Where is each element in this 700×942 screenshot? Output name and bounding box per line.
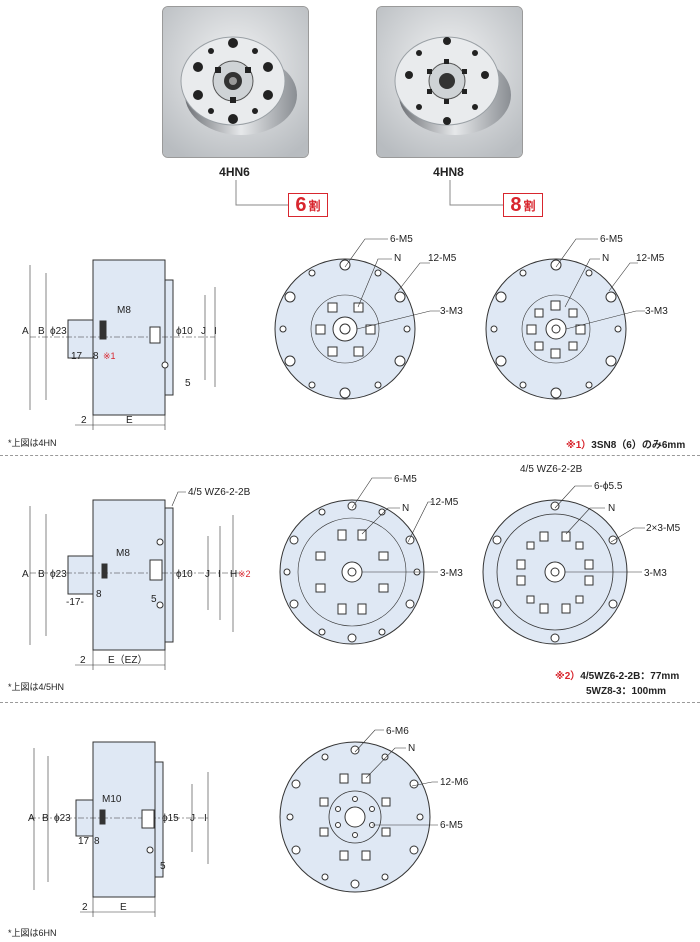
divisions-number: 8 xyxy=(510,194,522,216)
badge-connectors xyxy=(235,180,503,206)
note-1: ※1）3SN8（6）のみ6mm xyxy=(566,436,685,451)
section3-drawings: A B ϕ23 M10 ϕ15 J I 17 8 5 2 E xyxy=(28,726,469,917)
note-line-2: 5WZ8-3：100mm xyxy=(586,686,667,697)
dim-h: H xyxy=(230,569,237,580)
dim-8: 8 xyxy=(93,351,99,362)
product-photo-4hn8 xyxy=(376,6,523,158)
note-mark: ※1） xyxy=(566,440,592,451)
dim-a: A xyxy=(28,813,35,824)
divisions-number: 6 xyxy=(295,194,307,216)
label-6-m5: 6-M5 xyxy=(390,234,413,245)
dim-5: 5 xyxy=(185,378,191,389)
note-2: ※2）4/5WZ6-2-2B：77mm 5WZ8-3：100mm xyxy=(555,667,679,697)
caption-4hn: *上図は4HN xyxy=(8,438,57,448)
dim-17: -17- xyxy=(66,597,84,608)
dim-i: I xyxy=(204,813,207,824)
divisions-unit: 割 xyxy=(523,198,536,213)
dim-m8: M8 xyxy=(116,548,130,559)
dim-e: E xyxy=(126,415,133,426)
divisions-badge-6: 6 割 xyxy=(288,193,328,217)
dim-b: B xyxy=(42,813,49,824)
product-photo-4hn6 xyxy=(162,6,309,158)
face-view-6hn xyxy=(279,729,438,893)
label-3-m3: 3-M3 xyxy=(644,568,667,579)
dim-b: B xyxy=(38,569,45,580)
side-view-6hn xyxy=(30,741,210,917)
dim-i: I xyxy=(218,569,221,580)
dim-2: 2 xyxy=(81,415,87,426)
label-12-m5: 12-M5 xyxy=(636,253,665,264)
ref-2: ※2 xyxy=(238,569,251,579)
dim-phi10: ϕ10 xyxy=(176,569,193,580)
note-text: 3SN8（6）のみ6mm xyxy=(591,440,686,451)
dim-m8: M8 xyxy=(117,305,131,316)
label-6-m5: 6-M5 xyxy=(440,820,463,831)
label-n: N xyxy=(394,253,401,264)
divisions-unit: 割 xyxy=(308,198,321,213)
dim-5: 5 xyxy=(160,861,166,872)
side-view-4hn xyxy=(29,259,216,430)
dim-e: E xyxy=(120,902,127,913)
dim-8: 8 xyxy=(94,836,100,847)
dim-a: A xyxy=(22,326,29,337)
label-2x3-m5: 2×3-M5 xyxy=(646,523,681,534)
dim-b: B xyxy=(38,326,45,337)
divisions-badge-8: 8 割 xyxy=(503,193,543,217)
face-view-4hn8 xyxy=(485,238,645,400)
dim-phi10: ϕ10 xyxy=(176,326,193,337)
dim-e-ez: E（EZ） xyxy=(108,654,147,666)
label-wz-title: 4/5 WZ6-2-2B xyxy=(520,464,583,475)
label-12-m5: 12-M5 xyxy=(428,253,457,264)
side-view-45hn xyxy=(29,491,240,670)
dim-m10: M10 xyxy=(102,794,122,805)
dim-8: 8 xyxy=(96,589,102,600)
label-12-m6: 12-M6 xyxy=(440,777,469,788)
caption-45hn: *上図は4/5HN xyxy=(8,682,65,692)
section2-drawings: 4/5 WZ6-2-2B A B ϕ23 M8 ϕ10 J I H ※2 -17… xyxy=(22,464,681,670)
callout-wz: 4/5 WZ6-2-2B xyxy=(188,487,251,498)
label-6-m5: 6-M5 xyxy=(600,234,623,245)
dim-phi15: ϕ15 xyxy=(162,813,179,824)
dim-phi23: ϕ23 xyxy=(50,326,67,337)
label-n: N xyxy=(602,253,609,264)
label-3-m3: 3-M3 xyxy=(440,306,463,317)
face-view-45hn xyxy=(279,477,438,645)
dim-17: 17 xyxy=(71,351,83,362)
dim-j: J xyxy=(190,813,195,824)
note-mark: ※2） xyxy=(555,671,581,682)
chuck-photo-icon xyxy=(163,7,308,157)
label-3-m3: 3-M3 xyxy=(645,306,668,317)
model-label-4hn6: 4HN6 xyxy=(219,165,250,179)
dim-2: 2 xyxy=(80,655,86,666)
face-view-45wz xyxy=(482,485,645,645)
label-6-phi55: 6-ϕ5.5 xyxy=(594,481,623,492)
dim-i: I xyxy=(214,326,217,337)
label-n: N xyxy=(402,503,409,514)
caption-6hn: *上図は6HN xyxy=(8,928,57,938)
note-line-1: 4/5WZ6-2-2B：77mm xyxy=(580,671,680,682)
dim-j: J xyxy=(201,326,206,337)
model-label-4hn8: 4HN8 xyxy=(433,165,464,179)
dim-17: 17 xyxy=(78,836,90,847)
label-3-m3: 3-M3 xyxy=(440,568,463,579)
face-view-4hn6 xyxy=(274,238,440,400)
label-n: N xyxy=(608,503,615,514)
dim-a: A xyxy=(22,569,29,580)
dim-j: J xyxy=(205,569,210,580)
dim-5: 5 xyxy=(151,594,157,605)
divider xyxy=(0,702,700,703)
dim-2: 2 xyxy=(82,902,88,913)
label-6-m5: 6-M5 xyxy=(394,474,417,485)
chuck-photo-icon xyxy=(377,7,522,157)
dim-phi23: ϕ23 xyxy=(50,569,67,580)
ref-1: ※1 xyxy=(103,351,116,361)
divider xyxy=(0,455,700,456)
dim-phi23: ϕ23 xyxy=(54,813,71,824)
label-n: N xyxy=(408,743,415,754)
label-12-m5: 12-M5 xyxy=(430,497,459,508)
section1-drawings: A B ϕ23 M8 ϕ10 J I 17 8 ※1 5 2 E xyxy=(22,234,668,430)
label-6-m6: 6-M6 xyxy=(386,726,409,737)
